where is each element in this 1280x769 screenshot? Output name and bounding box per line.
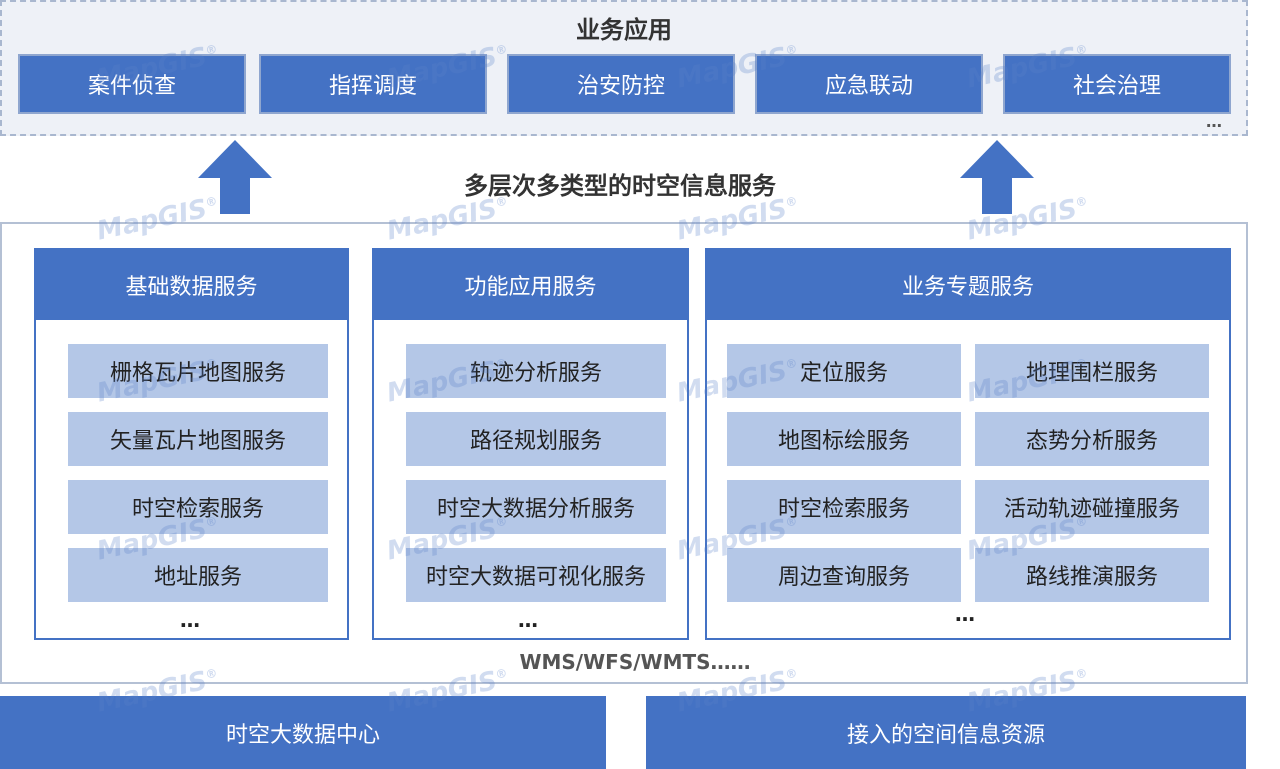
app-case-investigation: 案件侦查 [18, 54, 246, 114]
service-item: 路径规划服务 [406, 412, 666, 466]
service-item: 地图标绘服务 [727, 412, 961, 466]
spatial-info-resources: 接入的空间信息资源 [646, 696, 1246, 769]
app-emergency-linkage: 应急联动 [755, 54, 983, 114]
column-header: 业务专题服务 [707, 250, 1229, 320]
app-public-security: 治安防控 [507, 54, 735, 114]
spatiotemporal-data-center: 时空大数据中心 [0, 696, 606, 769]
service-item: 时空检索服务 [68, 480, 328, 534]
service-item: 地址服务 [68, 548, 328, 602]
column-header: 基础数据服务 [36, 250, 347, 320]
column-functional-app-services: 功能应用服务 轨迹分析服务 路径规划服务 时空大数据分析服务 时空大数据可视化服… [372, 248, 689, 640]
service-item: 定位服务 [727, 344, 961, 398]
more-ellipsis: … [955, 602, 976, 626]
column-thematic-services: 业务专题服务 定位服务 地图标绘服务 时空检索服务 周边查询服务 地理围栏服务 … [705, 248, 1231, 640]
service-item: 栅格瓦片地图服务 [68, 344, 328, 398]
protocols-label: WMS/WFS/WMTS…… [519, 650, 751, 674]
more-ellipsis: … [518, 608, 539, 632]
up-arrow-icon [198, 140, 272, 214]
service-item: 活动轨迹碰撞服务 [975, 480, 1209, 534]
service-item: 地理围栏服务 [975, 344, 1209, 398]
column-basic-data-services: 基础数据服务 栅格瓦片地图服务 矢量瓦片地图服务 时空检索服务 地址服务 … [34, 248, 349, 640]
up-arrow-icon [960, 140, 1034, 214]
more-ellipsis: … [180, 608, 201, 632]
business-more-ellipsis: … [1206, 112, 1223, 131]
service-item: 轨迹分析服务 [406, 344, 666, 398]
services-title: 多层次多类型的时空信息服务 [464, 172, 776, 200]
service-item: 时空大数据分析服务 [406, 480, 666, 534]
service-item: 矢量瓦片地图服务 [68, 412, 328, 466]
service-item: 时空大数据可视化服务 [406, 548, 666, 602]
service-item: 态势分析服务 [975, 412, 1209, 466]
business-title: 业务应用 [576, 16, 672, 44]
column-header: 功能应用服务 [374, 250, 687, 320]
app-social-governance: 社会治理 [1003, 54, 1231, 114]
app-command-dispatch: 指挥调度 [259, 54, 487, 114]
service-item: 路线推演服务 [975, 548, 1209, 602]
service-item: 周边查询服务 [727, 548, 961, 602]
service-item: 时空检索服务 [727, 480, 961, 534]
